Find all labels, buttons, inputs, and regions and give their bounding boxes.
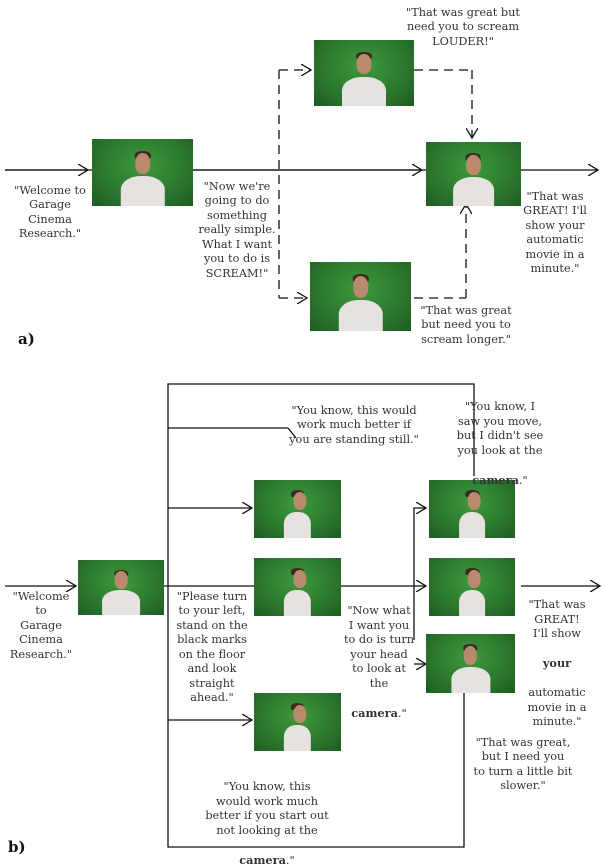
b-caption-turn-head: "Now what I want you to do is turn your … <box>343 604 415 720</box>
person-side-icon <box>453 566 491 616</box>
b-frame-right-top <box>429 480 515 538</box>
b-frame-side-top <box>254 480 341 538</box>
person-scream-icon <box>452 151 495 206</box>
person-side-icon <box>278 488 316 538</box>
person-front-icon <box>102 568 140 615</box>
b-caption-not-looking-camera: camera <box>239 852 286 867</box>
b-caption-turn-left: "Please turn to your left, stand on the … <box>176 590 248 705</box>
b-caption-turn-head-text: "Now what I want you to do is turn your … <box>343 604 415 690</box>
person-side-icon <box>453 488 491 538</box>
a-caption-instruction: "Now we're going to do something really … <box>198 180 276 280</box>
person-side-icon <box>278 701 316 751</box>
b-caption-saw-move-text: "You know, I saw you move, but I didn't … <box>456 400 544 457</box>
a-frame-scream-longer <box>310 262 411 331</box>
b-frame-welcome <box>78 560 164 615</box>
a-caption-louder: "That was great but need you to scream L… <box>406 6 520 48</box>
person-scream-icon <box>342 49 386 106</box>
b-caption-great: "That was GREAT! I'll show your automati… <box>516 584 598 730</box>
a-caption-longer: "That was great but need you to scream l… <box>420 304 512 346</box>
b-frame-right-middle <box>429 558 515 616</box>
b-frame-right-bottom <box>426 634 515 693</box>
a-frame-great <box>426 142 521 206</box>
b-caption-not-looking: "You know, this would work much better i… <box>205 780 329 867</box>
a-frame-welcome <box>92 139 193 206</box>
b-frame-side-bottom <box>254 693 341 751</box>
a-caption-great: "That was GREAT! I'll show your automati… <box>523 190 587 276</box>
b-caption-great-text-2: automatic movie in a minute." <box>527 686 587 729</box>
person-scream-icon <box>338 272 383 331</box>
b-caption-standing-still: "You know, this would work much better i… <box>289 404 419 446</box>
a-caption-welcome: "Welcome to Garage Cinema Research." <box>14 184 86 241</box>
b-caption-turn-head-camera: camera <box>351 705 398 720</box>
b-caption-slower: "That was great, but I need you to turn … <box>473 736 573 793</box>
b-caption-great-text-1: "That was GREAT! I'll show <box>528 598 586 641</box>
b-caption-not-looking-text: "You know, this would work much better i… <box>205 780 329 837</box>
person-front-icon <box>450 642 491 693</box>
panel-a-label: a) <box>18 330 35 348</box>
person-front-icon <box>120 148 165 206</box>
a-frame-scream-louder <box>314 40 414 106</box>
b-caption-welcome: "Welcome to Garage Cinema Research." <box>9 590 73 661</box>
panel-b-label: b) <box>8 838 26 856</box>
b-caption-saw-move-camera: camera <box>472 472 519 487</box>
b-frame-side-middle <box>254 558 341 616</box>
person-side-icon <box>278 566 316 616</box>
b-caption-saw-move: "You know, I saw you move, but I didn't … <box>456 400 544 487</box>
b-caption-great-your: your <box>542 656 572 671</box>
